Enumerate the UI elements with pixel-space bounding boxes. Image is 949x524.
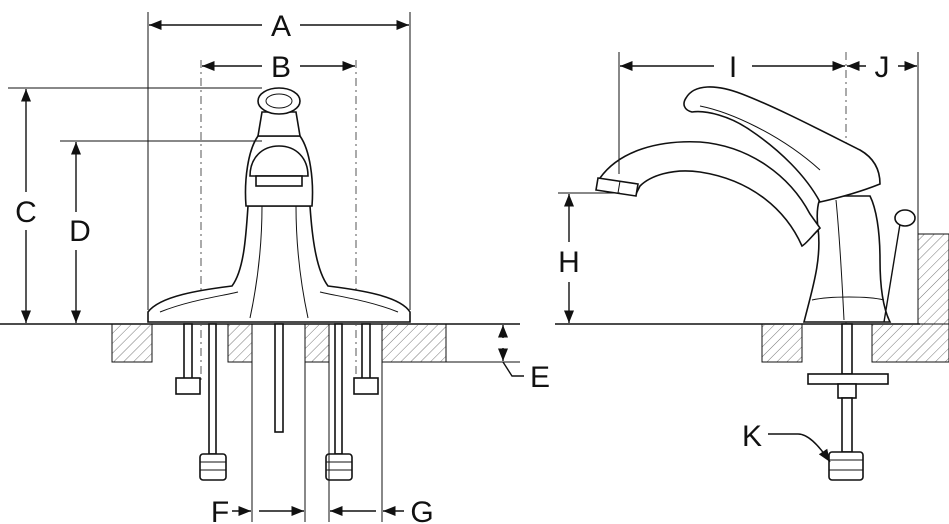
side-aerator xyxy=(595,177,639,197)
side-body xyxy=(802,195,892,323)
popup-rod xyxy=(883,223,901,323)
dimension-label-h: H xyxy=(558,246,580,279)
side-nut xyxy=(837,383,857,399)
body-contour-right xyxy=(295,205,309,319)
mount-nut-left xyxy=(175,377,201,395)
supply-line-left xyxy=(208,323,217,455)
dimension-label-f: F xyxy=(211,496,229,524)
front-view: A B C D E F G xyxy=(0,10,550,524)
side-spout xyxy=(599,140,822,248)
deck-section-4 xyxy=(381,323,447,363)
mount-rod-right xyxy=(361,323,371,381)
deck-section-2 xyxy=(227,323,253,363)
dimension-label-b: B xyxy=(271,51,291,84)
lift-rod xyxy=(274,323,284,433)
side-deck-right xyxy=(871,323,949,363)
dimension-label-i: I xyxy=(729,51,737,84)
side-shank-lower xyxy=(841,397,853,453)
backsplash xyxy=(917,233,949,325)
side-deck-left xyxy=(761,323,803,363)
supply-fitting-right xyxy=(325,453,353,481)
callout-label-k: K xyxy=(742,420,762,453)
dimension-label-c: C xyxy=(15,196,37,229)
side-shank-upper xyxy=(841,323,853,375)
base-detail-left xyxy=(159,291,239,313)
base-detail-right xyxy=(319,291,399,313)
faucet-base xyxy=(147,205,411,323)
side-supply-fitting xyxy=(828,451,864,481)
mount-nut-right xyxy=(353,377,379,395)
side-view: H I J K xyxy=(555,51,949,481)
handle-knob xyxy=(257,87,301,115)
aerator xyxy=(255,175,303,187)
supply-line-right xyxy=(334,323,343,455)
mount-rod-left xyxy=(183,323,193,381)
deck-section-3 xyxy=(304,323,330,363)
popup-knob xyxy=(894,209,916,227)
body-contour-left xyxy=(249,205,263,319)
mounting-plate xyxy=(807,373,889,385)
handle-neck xyxy=(257,111,301,137)
dimension-label-j: J xyxy=(875,51,890,84)
dimension-label-g: G xyxy=(410,496,433,524)
dimension-label-e: E xyxy=(530,361,550,394)
dimension-label-a: A xyxy=(271,10,291,43)
handle-knob-inner xyxy=(265,93,293,109)
spout-front xyxy=(249,145,309,177)
deck-section-1 xyxy=(111,323,153,363)
dimension-label-d: D xyxy=(69,215,91,248)
supply-fitting-left xyxy=(199,453,227,481)
